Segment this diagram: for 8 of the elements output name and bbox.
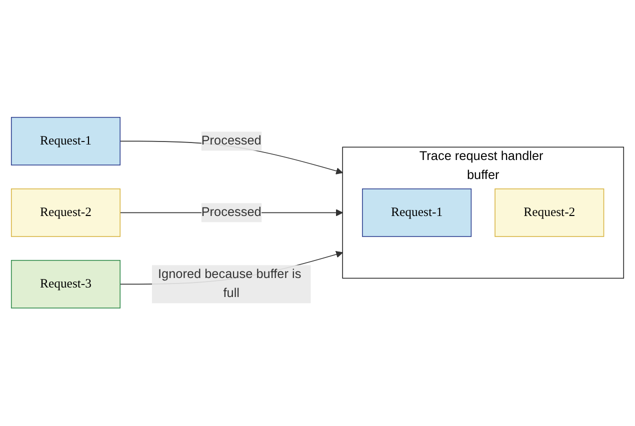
edge-label: Processed — [201, 206, 262, 220]
edge-label: Processed — [201, 134, 262, 148]
node-box: Request-2 — [494, 188, 604, 238]
edge-label: Ignored because buffer is full — [158, 268, 302, 300]
node-box: Request-1 — [362, 188, 472, 238]
node-box: Request-1 — [10, 117, 121, 166]
node-box: Request-2 — [10, 188, 121, 238]
node-box: Request-3 — [10, 260, 121, 309]
